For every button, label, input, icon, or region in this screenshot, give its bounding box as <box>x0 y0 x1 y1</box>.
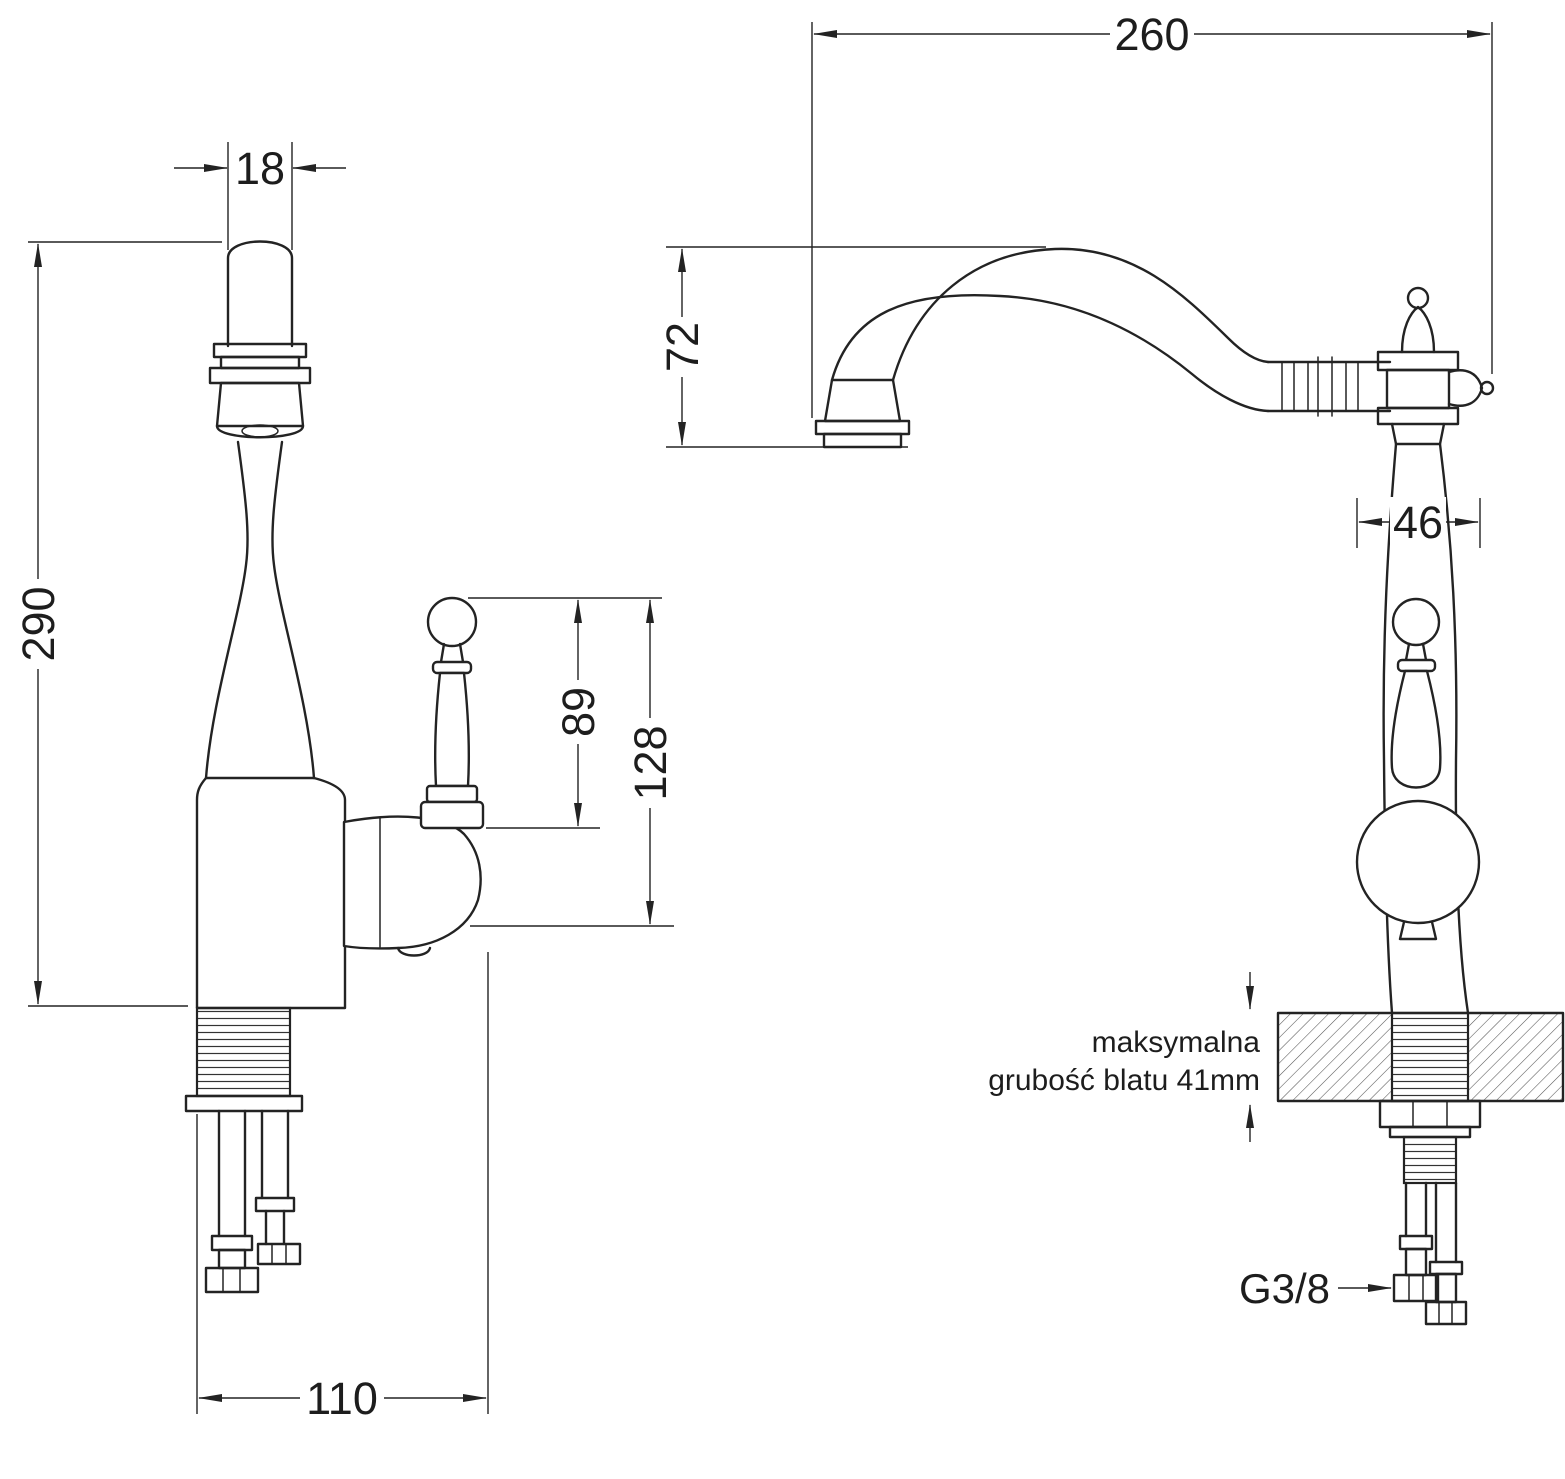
front-spout-rings <box>1281 356 1359 417</box>
side-handle-mount <box>342 815 482 950</box>
dimension-spout-reach: 260 <box>811 9 1493 418</box>
countertop-note-line1: maksymalna <box>1092 1026 1261 1059</box>
side-mounting-plate <box>184 1094 304 1113</box>
side-supply-hoses <box>204 1109 302 1294</box>
countertop-thickness-annotation: maksymalna grubość blatu 41mm <box>988 972 1260 1142</box>
front-finial <box>1400 305 1436 354</box>
dim-label-260: 260 <box>1114 9 1189 60</box>
front-body <box>1382 442 1398 1015</box>
front-handle-sphere <box>1355 799 1481 925</box>
front-threaded-shank <box>1390 1011 1470 1103</box>
front-aerator <box>814 378 911 449</box>
thread-size-label: G3/8 <box>1239 1265 1330 1312</box>
dim-label-110: 110 <box>306 1373 378 1424</box>
dimension-base-projection: 110 <box>196 952 489 1424</box>
front-spout-curve <box>891 247 1270 382</box>
dim-label-89: 89 <box>553 687 604 737</box>
dim-label-18: 18 <box>235 143 285 194</box>
dim-label-72: 72 <box>657 322 708 372</box>
mounting-nut <box>1378 1099 1482 1129</box>
side-aerator <box>215 381 305 428</box>
thread-size-annotation: G3/8 <box>1239 1265 1392 1312</box>
side-handle-shaft <box>434 671 470 788</box>
front-view: 260 72 46 maksymalna grubość blatu 41mm … <box>657 9 1565 1326</box>
dim-label-290: 290 <box>13 586 64 661</box>
front-handle-ball <box>1391 597 1441 647</box>
dimension-handle-heights: 89 128 <box>468 597 676 927</box>
countertop-section <box>1276 1011 1565 1103</box>
side-spout-pipe <box>226 240 294 348</box>
side-body-neck <box>204 440 249 780</box>
front-finial-ball <box>1406 286 1430 310</box>
side-aerator-outlet <box>241 424 279 438</box>
countertop-note-line2: grubość blatu 41mm <box>988 1064 1260 1097</box>
front-side-knob <box>1447 369 1484 407</box>
hose-nut-g38 <box>1392 1273 1440 1303</box>
side-body-base <box>195 776 347 1010</box>
side-view: 18 290 89 128 110 <box>13 142 676 1424</box>
front-handle-lever <box>1390 669 1442 789</box>
dimension-spout-drop: 72 <box>657 246 1046 448</box>
dimension-total-height: 290 <box>13 241 222 1007</box>
front-mounting-hardware <box>1378 1099 1482 1326</box>
dim-label-128: 128 <box>625 725 676 800</box>
dimension-body-width: 46 <box>1356 497 1481 548</box>
dim-label-46: 46 <box>1393 497 1443 548</box>
side-threaded-shank <box>195 1006 292 1098</box>
dimension-spout-diameter: 18 <box>174 142 346 250</box>
side-handle-ball <box>426 596 478 648</box>
